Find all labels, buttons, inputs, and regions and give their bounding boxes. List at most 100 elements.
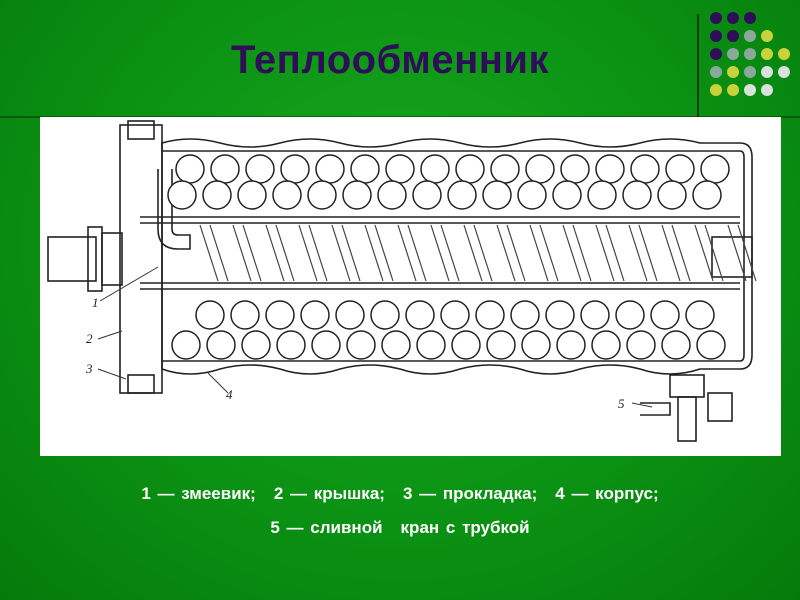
decorative-dot <box>710 66 722 78</box>
coil-tube-section <box>377 180 407 210</box>
coil-tube-section <box>591 330 621 360</box>
decorative-dot <box>761 66 773 78</box>
drain-valve-body <box>669 374 705 398</box>
coil-tube-section <box>370 300 400 330</box>
coil-tube-section <box>556 330 586 360</box>
decorative-dot <box>710 84 722 96</box>
coil-winding <box>661 224 691 282</box>
coil-tube-section <box>381 330 411 360</box>
legend-item-drain-tube: кран с трубкой <box>400 518 530 537</box>
coil-winding <box>331 224 361 282</box>
decorative-dot <box>710 30 722 42</box>
coil-winding <box>298 224 328 282</box>
coil-tube-section <box>210 154 240 184</box>
coil-tube-section <box>510 300 540 330</box>
coil-tube-section <box>700 154 730 184</box>
coil-tube-section <box>175 154 205 184</box>
coil-tube-section <box>276 330 306 360</box>
coil-tube-section <box>245 154 275 184</box>
decorative-dot <box>744 84 756 96</box>
coil-tube-section <box>451 330 481 360</box>
coil-winding <box>496 224 526 282</box>
elbow-pipe <box>157 169 191 250</box>
decorative-dot <box>710 12 722 24</box>
coil-tube-section <box>237 180 267 210</box>
coil-tube-section <box>420 154 450 184</box>
coil-winding <box>199 224 229 282</box>
coil-tube-section <box>560 154 590 184</box>
coil-tube-section <box>265 300 295 330</box>
coil-tube-section <box>307 180 337 210</box>
drain-pipe <box>677 396 697 442</box>
leader-line-4 <box>207 372 229 394</box>
legend-line-1: 1 — змеевик; 2 — крышка; 3 — прокладка; 4 —… <box>0 484 800 504</box>
heat-exchanger-svg: 1 2 3 4 5 <box>47 120 757 442</box>
decorative-dot <box>727 30 739 42</box>
coil-tube-section <box>346 330 376 360</box>
coil-tube-section <box>202 180 232 210</box>
drain-valve-spout <box>640 402 671 416</box>
coil-tube-section <box>315 154 345 184</box>
leader-line-1 <box>99 266 159 302</box>
coil-winding <box>430 224 460 282</box>
decorative-dot <box>744 30 756 42</box>
inlet-nozzle <box>47 236 97 282</box>
coil-tube-section <box>280 154 310 184</box>
coil-tube-section <box>587 180 617 210</box>
legend-item-drain: 5 — сливной <box>270 518 383 537</box>
drain-valve-handle <box>707 392 733 422</box>
legend-item-body: 4 — корпус; <box>555 484 659 503</box>
coil-tube-section <box>335 300 365 330</box>
coil-winding <box>628 224 658 282</box>
coil-tube-section <box>630 154 660 184</box>
decorative-dot-grid <box>708 12 796 122</box>
coil-tube-section <box>685 300 715 330</box>
coil-winding <box>562 224 592 282</box>
coil-tube-section <box>595 154 625 184</box>
legend-item-cover: 2 — крышка; <box>273 484 385 503</box>
decorative-dot <box>744 12 756 24</box>
coil-tube-section <box>230 300 260 330</box>
callout-4: 4 <box>226 387 233 402</box>
decorative-dot <box>778 48 790 60</box>
coil-tube-section <box>416 330 446 360</box>
decorative-dot <box>727 48 739 60</box>
decorative-dot <box>761 30 773 42</box>
decorative-dot <box>761 48 773 60</box>
coil-tube-section <box>622 180 652 210</box>
coil-tube-section <box>517 180 547 210</box>
coil-tube-section <box>490 154 520 184</box>
coil-tube-section <box>482 180 512 210</box>
body-shell <box>161 138 753 375</box>
coil-tube-section <box>692 180 722 210</box>
decorative-dot <box>761 84 773 96</box>
coil-winding <box>727 224 757 282</box>
coil-winding <box>595 224 625 282</box>
legend-item-coil: 1 — змеевик; <box>141 484 256 503</box>
coil-tube-section <box>521 330 551 360</box>
decorative-dot <box>710 48 722 60</box>
coil-tube-section <box>311 330 341 360</box>
decorative-dot <box>744 66 756 78</box>
coil-tube-section <box>195 300 225 330</box>
coil-tube-section <box>455 154 485 184</box>
coil-tube-section <box>615 300 645 330</box>
coil-winding <box>265 224 295 282</box>
legend-item-gasket: 3 — прокладка; <box>402 484 538 503</box>
coil-winding <box>463 224 493 282</box>
coil-tube-section <box>412 180 442 210</box>
cover-bolt-bottom <box>127 374 155 394</box>
coil-tube-section <box>272 180 302 210</box>
decorative-vertical-line <box>697 14 699 134</box>
legend-line-2: 5 — сливной кран с трубкой <box>0 518 800 538</box>
coil-tube-section <box>342 180 372 210</box>
coil-tube-section <box>696 330 726 360</box>
coil-tube-section <box>657 180 687 210</box>
coil-tube-section <box>241 330 271 360</box>
heat-exchanger-drawing: 1 2 3 4 5 <box>40 117 781 456</box>
callout-2: 2 <box>86 331 93 346</box>
decorative-dot <box>727 66 739 78</box>
coil-tube-section <box>661 330 691 360</box>
coil-tube-section <box>171 330 201 360</box>
coil-tube-section <box>545 300 575 330</box>
